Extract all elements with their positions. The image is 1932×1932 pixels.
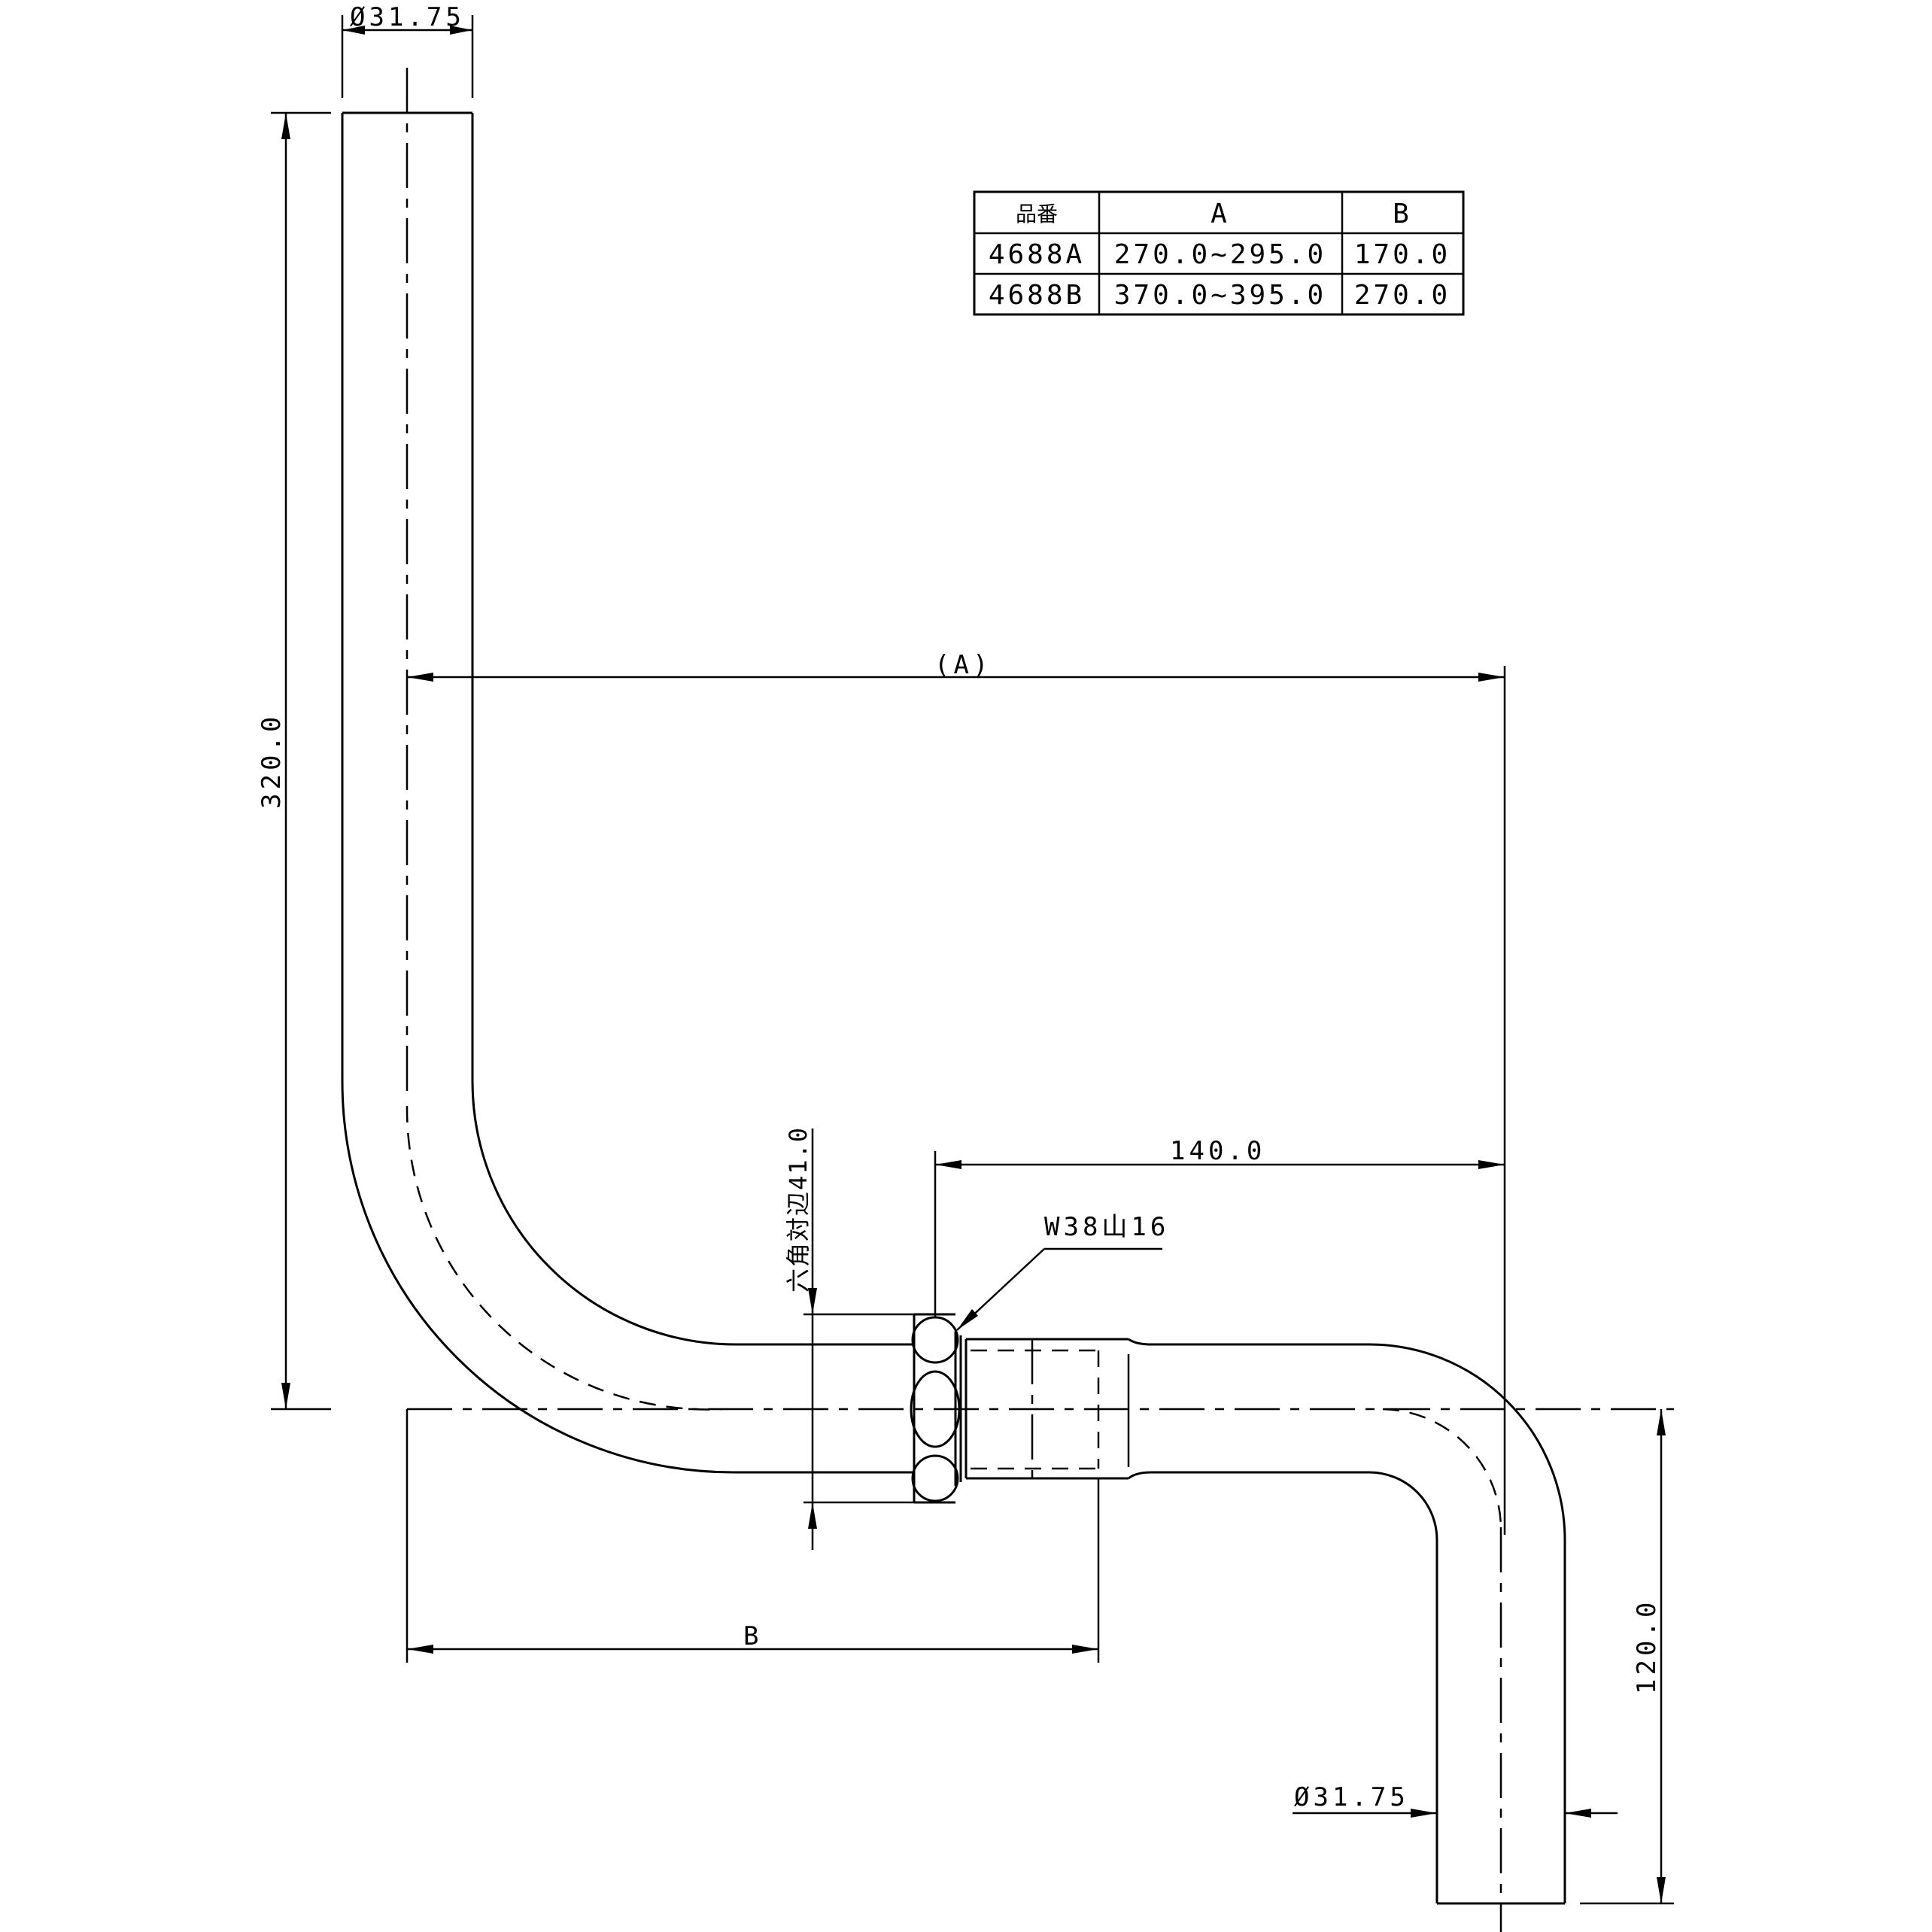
center-lines [406, 68, 1674, 1932]
table-cell: 270.0~295.0 [1114, 239, 1326, 270]
table-cell: 270.0 [1354, 280, 1451, 311]
thread-label: W38山16 [1044, 1212, 1169, 1242]
dim-right-height: 120.0 [1580, 1409, 1674, 1905]
table-header-part: 品番 [1016, 202, 1058, 226]
left-height-label: 320.0 [257, 713, 287, 809]
spec-table: 品番 A B 4688A 270.0~295.0 170.0 4688B 370… [973, 190, 1465, 316]
dim-140: 140.0 [934, 1136, 1505, 1317]
top-diameter-label: Ø31.75 [350, 2, 465, 32]
dim-a: (A) [407, 650, 1506, 1535]
hex-label: 六角対辺41.0 [784, 1126, 813, 1293]
sleeve [966, 1338, 1369, 1480]
dim-hex: 六角対辺41.0 [784, 1126, 914, 1550]
dim-b: B [406, 1409, 1100, 1663]
a-label: (A) [934, 650, 992, 680]
right-height-label: 120.0 [1632, 1599, 1662, 1694]
table-header-b: B [1393, 199, 1412, 229]
table-cell: 370.0~395.0 [1114, 280, 1326, 311]
table-header-a: A [1211, 199, 1230, 229]
offset-label: 140.0 [1170, 1136, 1265, 1166]
dim-left-height: 320.0 [257, 111, 331, 1411]
pipe-body-left [341, 111, 914, 1474]
table-cell: 170.0 [1354, 239, 1451, 270]
thread-leader: W38山16 [956, 1212, 1169, 1331]
table-cell: 4688A [989, 239, 1085, 270]
dim-bottom-diameter: Ø31.75 [1293, 1782, 1618, 1818]
dim-top-diameter: Ø31.75 [341, 2, 474, 98]
bottom-diameter-label: Ø31.75 [1294, 1782, 1409, 1812]
table-cell: 4688B [989, 280, 1085, 311]
b-label: B [743, 1621, 762, 1651]
pipe-body-right [1368, 1343, 1566, 1905]
